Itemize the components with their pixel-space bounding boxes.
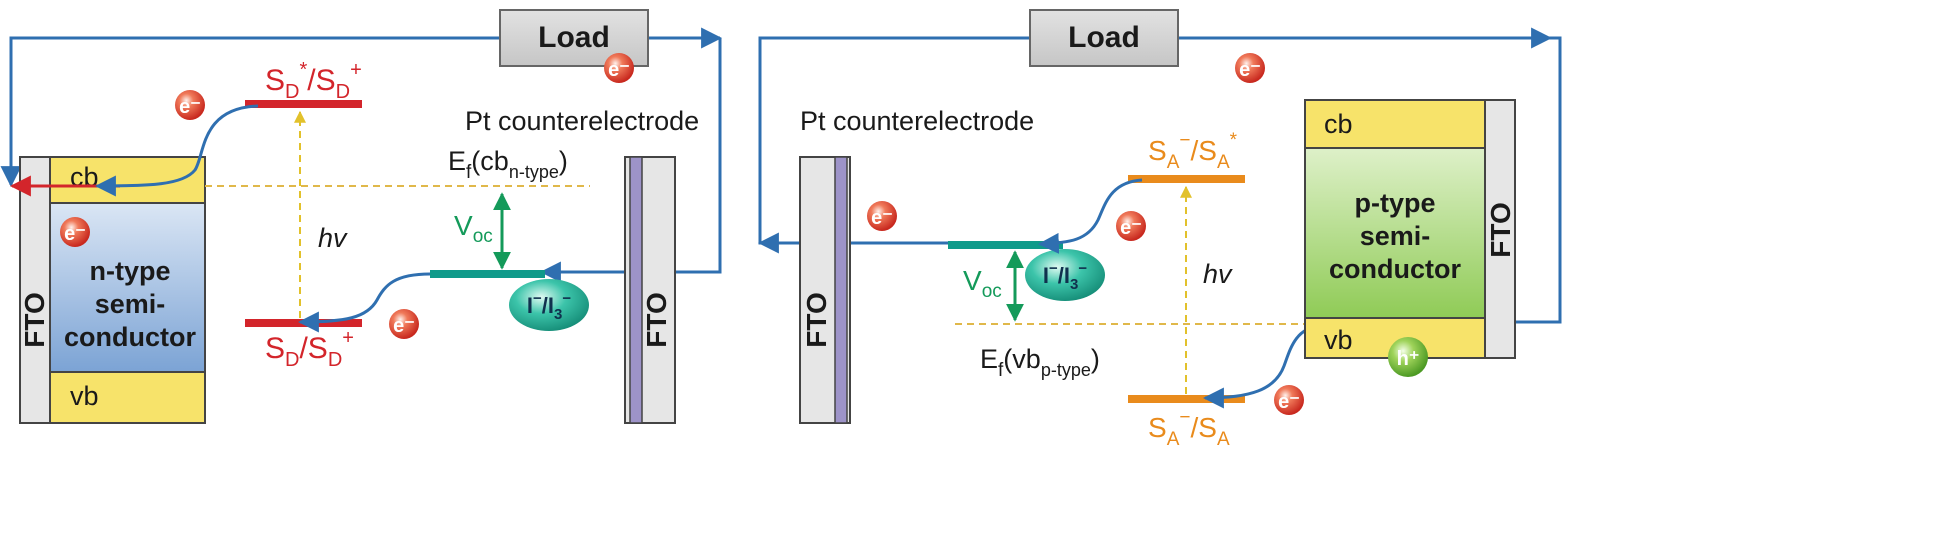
right-panel: Load e⁻ Pt counterelectrode FTO e⁻ I−/I3…	[757, 9, 1562, 450]
svg-text:e⁻: e⁻	[393, 315, 415, 337]
svg-text:e⁻: e⁻	[179, 96, 201, 118]
right-load-box	[1029, 9, 1179, 67]
left-ef-label: Ef(cbn-type)	[448, 146, 568, 183]
left-vb-label: vb	[70, 381, 99, 411]
svg-text:e⁻: e⁻	[871, 207, 893, 229]
right-pt-label: Pt counterelectrode	[800, 106, 1034, 136]
right-load-label: Load	[1068, 21, 1140, 54]
left-redox-ellipse: I−/I3−	[509, 279, 589, 331]
left-sd-ground-label: SD/SD+	[265, 327, 354, 371]
left-electron-bottom: e⁻	[389, 309, 419, 339]
left-injection-curve	[94, 104, 259, 197]
right-hv-label: hv	[1203, 259, 1233, 289]
left-fto-label: FTO	[19, 292, 50, 347]
left-regeneration-curve	[297, 272, 431, 333]
right-reduction-curve	[1037, 178, 1143, 254]
right-hole: h⁺	[1388, 337, 1428, 377]
right-ef-label: Ef(vbp-type)	[980, 344, 1100, 381]
right-fto-left-label: FTO	[801, 292, 832, 347]
left-voc-label: Voc	[454, 210, 493, 247]
svg-text:e⁻: e⁻	[1120, 217, 1142, 239]
right-vb-label: vb	[1324, 325, 1353, 355]
left-semi-line2: semi-	[95, 289, 166, 319]
svg-text:h⁺: h⁺	[1397, 348, 1420, 370]
right-sa-bottom-label: SA−/SA	[1148, 407, 1230, 450]
right-fto-strip	[1484, 99, 1516, 359]
left-electron-top: e⁻	[175, 90, 205, 120]
left-hv-label: hv	[318, 223, 348, 253]
left-electron-semi: e⁻	[60, 217, 90, 247]
right-circuit-wire-1	[1489, 36, 1562, 333]
right-fto-right-label: FTO	[1485, 202, 1516, 257]
left-circuit-wire-3	[539, 38, 722, 283]
left-fto-strip	[19, 156, 51, 424]
right-electron-left: e⁻	[867, 201, 897, 231]
right-voc-label: Voc	[963, 265, 1002, 302]
left-circuit-wire	[0, 36, 500, 188]
left-sd-star-label: SD*/SD+	[265, 59, 362, 103]
left-semi-line1: n-type	[90, 256, 171, 286]
left-electron-wire: e⁻	[604, 53, 634, 83]
svg-text:I−/I3−: I−/I3−	[1043, 260, 1087, 293]
left-panel: Load FTO cb vb n-type semi- conductor e⁻…	[0, 9, 723, 424]
right-electron-wire: e⁻	[1235, 53, 1265, 83]
svg-text:e⁻: e⁻	[64, 223, 86, 245]
right-semi-line3: conductor	[1329, 254, 1461, 284]
right-electron-bottom: e⁻	[1274, 385, 1304, 415]
left-counter-electrode-pt	[629, 156, 643, 424]
right-semi-line2: semi-	[1360, 221, 1431, 251]
right-semi-line1: p-type	[1355, 188, 1436, 218]
svg-text:e⁻: e⁻	[608, 59, 630, 81]
right-electron-mid: e⁻	[1116, 211, 1146, 241]
svg-text:I−/I3−: I−/I3−	[527, 290, 571, 323]
left-load-label: Load	[538, 21, 610, 54]
right-sa-top-label: SA−/SA*	[1148, 130, 1238, 173]
svg-text:e⁻: e⁻	[1239, 59, 1261, 81]
left-semi-line3: conductor	[64, 322, 196, 352]
right-cb-band	[1304, 99, 1486, 149]
right-cb-label: cb	[1324, 109, 1353, 139]
left-vb-band	[49, 371, 206, 424]
right-redox-ellipse: I−/I3−	[1025, 249, 1105, 301]
svg-text:e⁻: e⁻	[1278, 391, 1300, 413]
right-counter-electrode-pt	[834, 156, 848, 424]
right-hole-injection-curve	[1202, 324, 1321, 409]
left-fto-right-label: FTO	[641, 292, 672, 347]
left-pt-label: Pt counterelectrode	[465, 106, 699, 136]
